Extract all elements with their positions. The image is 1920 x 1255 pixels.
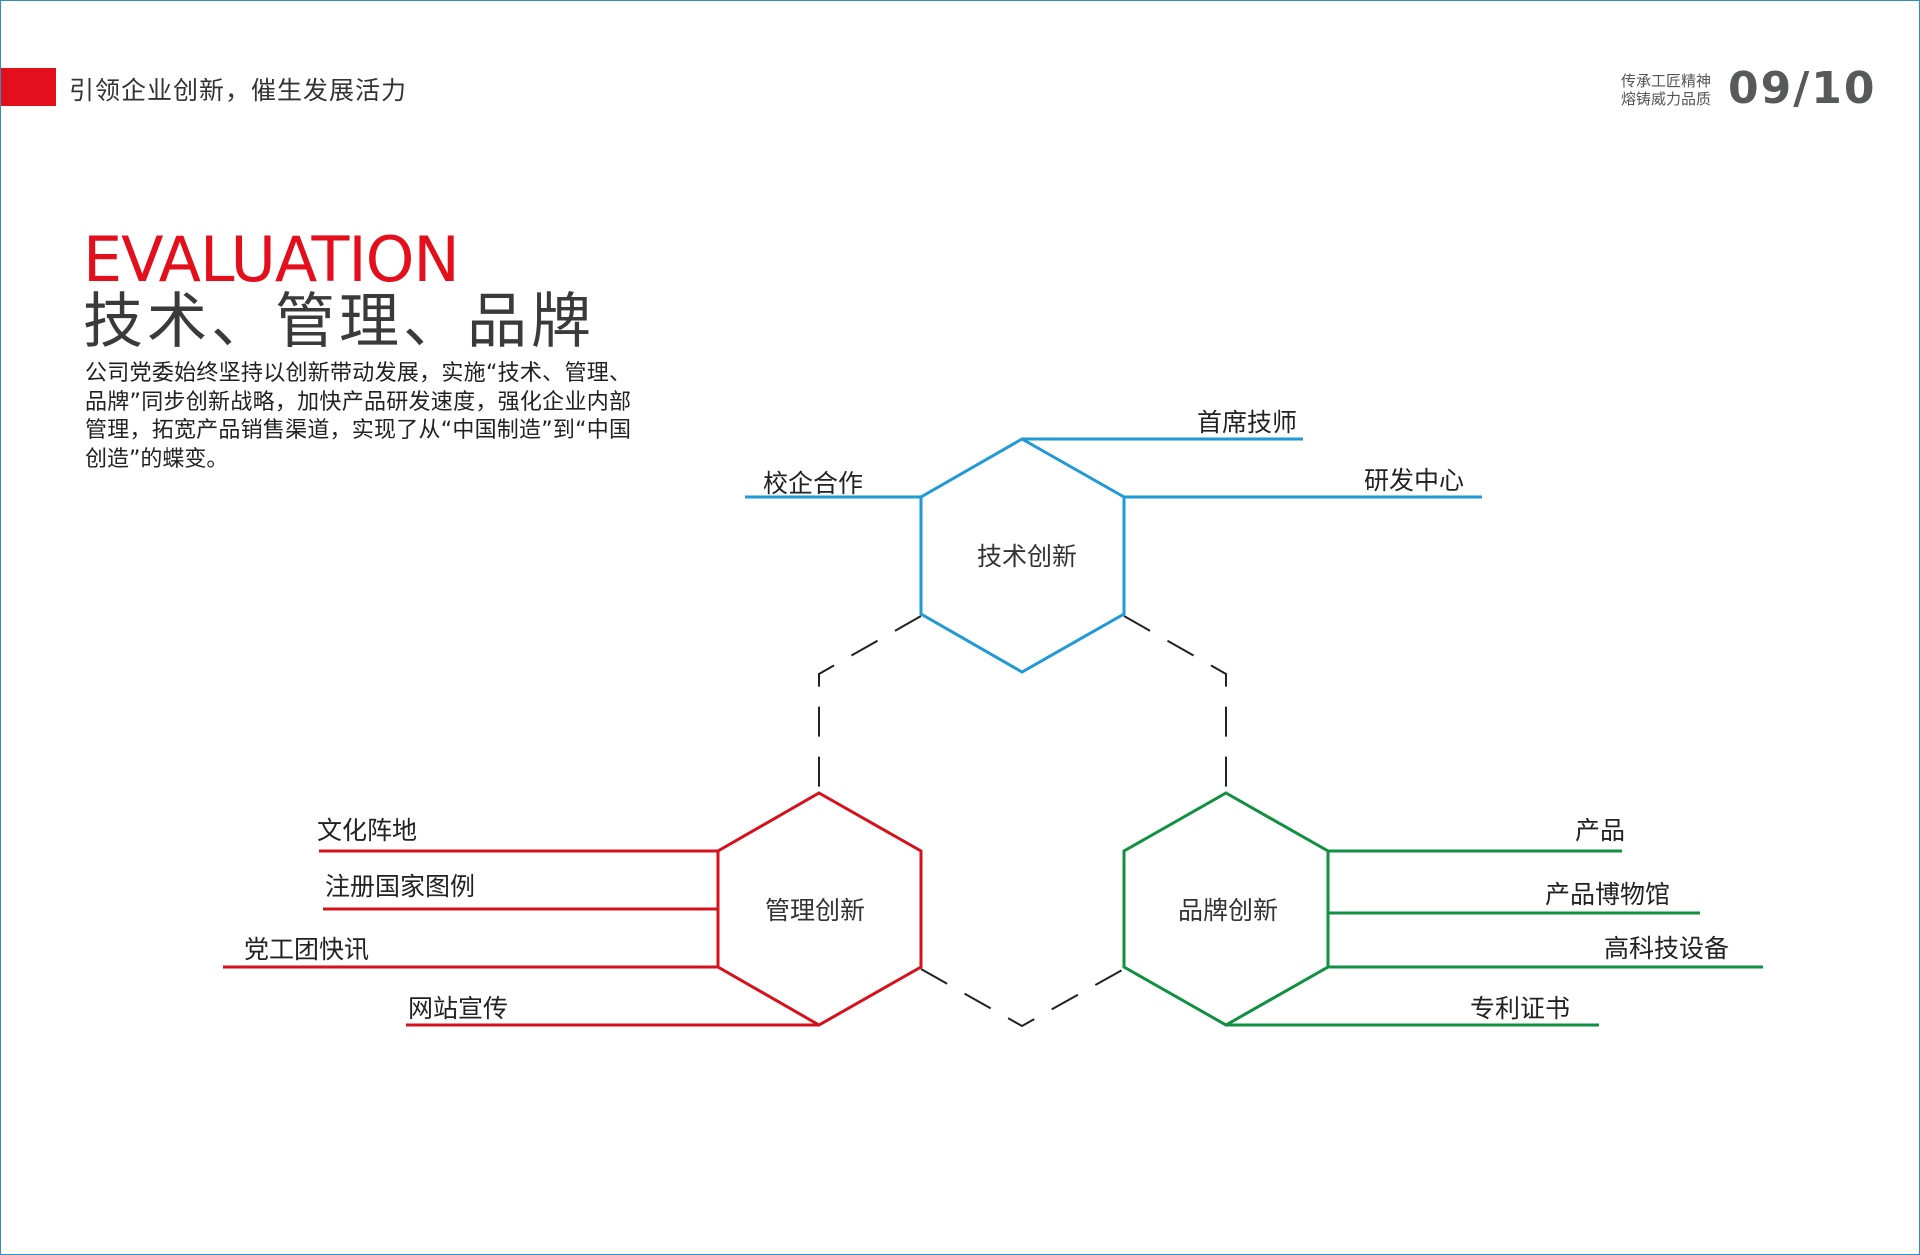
brand-branch-label-4: 专利证书: [1470, 994, 1570, 1023]
section-title-en: EVALUATION: [83, 223, 460, 296]
tech-branch-label-2: 校企合作: [763, 469, 863, 498]
tech-innovation-label: 技术创新: [977, 542, 1077, 571]
management-branch-label-3: 党工团快讯: [244, 935, 369, 964]
management-branch-label-1: 文化阵地: [317, 816, 417, 845]
brand-branch-label-1: 产品: [1575, 816, 1625, 845]
section-description: 公司党委始终坚持以创新带动发展，实施“技术、管理、品牌”同步创新战略，加快产品研…: [85, 361, 631, 472]
connector-lines: [818, 615, 1227, 1028]
management-branch-label-4: 网站宣传: [408, 994, 508, 1023]
brand-innovation-label: 品牌创新: [1178, 896, 1278, 925]
management-branch-label-2: 注册国家图例: [325, 872, 475, 901]
management-innovation-label: 管理创新: [765, 896, 865, 925]
brand-branch-label-3: 高科技设备: [1604, 934, 1729, 963]
tech-innovation-group: [745, 437, 1482, 674]
section-title-cn: 技术、管理、品牌: [83, 287, 595, 357]
connector-tech-brand: [1123, 615, 1227, 791]
tech-branch-label-3: 研发中心: [1364, 466, 1464, 495]
connector-management-brand: [920, 968, 1125, 1028]
page-number: 09/10: [1728, 63, 1877, 114]
header-title: 引领企业创新，催生发展活力: [69, 76, 408, 105]
brand-branch-label-2: 产品博物馆: [1545, 880, 1670, 909]
tagline-line-2: 熔铸威力品质: [1621, 90, 1712, 108]
management-innovation-group: [223, 791, 923, 1027]
tech-branch-label-1: 首席技师: [1197, 408, 1297, 437]
connector-tech-management: [818, 615, 922, 791]
brand-innovation-group: [1122, 791, 1763, 1027]
header-tagline: 传承工匠精神 熔铸威力品质: [1621, 72, 1711, 108]
header-accent-bar: [1, 68, 56, 106]
tagline-line-1: 传承工匠精神: [1621, 72, 1712, 90]
